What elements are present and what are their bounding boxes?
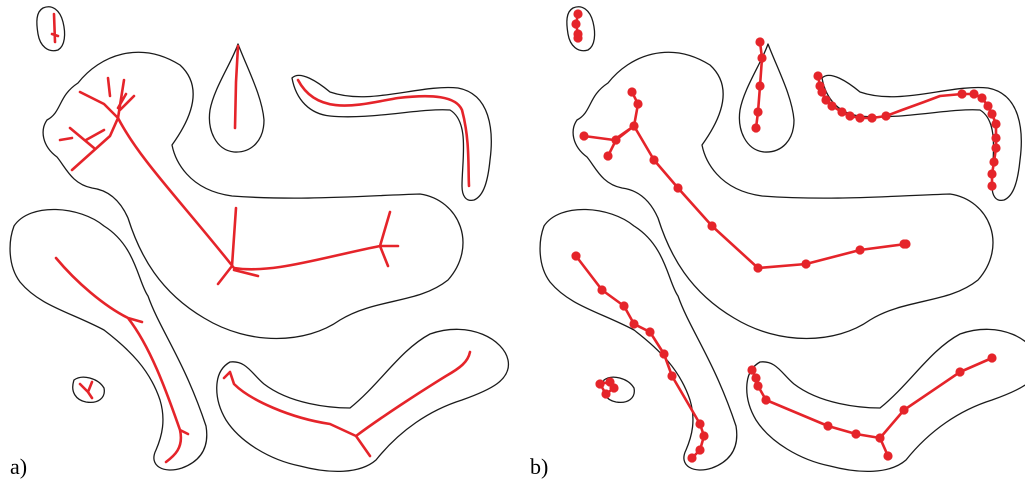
- skeleton-nodes-b: [571, 9, 1001, 463]
- skeleton-node: [757, 53, 767, 63]
- skeleton-node: [753, 381, 763, 391]
- skeleton-node: [673, 183, 683, 193]
- skeleton-node: [987, 181, 997, 191]
- skeleton-node: [659, 349, 669, 359]
- skeleton-node: [695, 419, 705, 429]
- skeleton-node: [695, 445, 705, 455]
- skeleton-node: [601, 389, 611, 399]
- skeleton-node: [755, 37, 765, 47]
- skeleton-node: [609, 383, 619, 393]
- skeleton-node: [571, 251, 581, 261]
- panel-b: b): [530, 6, 1025, 479]
- skeleton-node: [977, 93, 987, 103]
- skeleton-node: [629, 121, 639, 131]
- skeleton-node: [867, 113, 877, 123]
- skeleton-node: [597, 285, 607, 295]
- skeleton-node: [845, 111, 855, 121]
- skeleton-node: [851, 429, 861, 439]
- skeleton-node: [801, 259, 811, 269]
- skeleton-node: [883, 451, 893, 461]
- skeleton-graph-b: [574, 12, 998, 460]
- skeleton-node: [747, 365, 757, 375]
- skeleton-node: [983, 101, 993, 111]
- skeleton-node: [899, 239, 909, 249]
- skeleton-node: [955, 367, 965, 377]
- skeleton-node: [633, 99, 643, 109]
- panel-a: a): [9, 6, 510, 479]
- skeleton-node: [611, 135, 621, 145]
- panel-label-a: a): [10, 454, 27, 479]
- skeleton-node: [875, 433, 885, 443]
- region-outlines-b: [539, 6, 1025, 473]
- skeleton-node: [855, 245, 865, 255]
- skeleton-node: [649, 155, 659, 165]
- skeleton-node: [571, 19, 581, 29]
- skeleton-node: [753, 107, 763, 117]
- skeleton-node: [991, 119, 1001, 129]
- skeleton-node: [751, 123, 761, 133]
- skeleton-node: [629, 319, 639, 329]
- skeleton-node: [881, 111, 891, 121]
- skeleton-node: [987, 109, 997, 119]
- skeleton-node: [707, 221, 717, 231]
- skeleton-node: [899, 405, 909, 415]
- skeleton-node: [573, 33, 583, 43]
- skeleton-node: [969, 89, 979, 99]
- skeleton-node: [991, 133, 1001, 143]
- skeleton-node: [667, 371, 677, 381]
- skeleton-node: [821, 95, 831, 105]
- skeleton-node: [813, 71, 823, 81]
- skeleton-node: [603, 151, 613, 161]
- skeleton-node: [645, 327, 655, 337]
- skeleton-node: [627, 87, 637, 97]
- skeleton-node: [699, 431, 709, 441]
- skeleton-node: [595, 379, 605, 389]
- skeleton-node: [991, 143, 1001, 153]
- skeleton-node: [987, 353, 997, 363]
- skeleton-node: [987, 169, 997, 179]
- skeleton-node: [573, 9, 583, 19]
- skeleton-node: [817, 87, 827, 97]
- skeleton-node: [687, 453, 697, 463]
- skeleton-node: [619, 301, 629, 311]
- skeleton-lines-a: [50, 12, 472, 464]
- skeleton-node: [579, 131, 589, 141]
- skeleton-node: [823, 421, 833, 431]
- skeleton-node: [751, 373, 761, 383]
- skeleton-node: [957, 89, 967, 99]
- skeleton-node: [855, 113, 865, 123]
- skeleton-node: [837, 107, 847, 117]
- skeleton-node: [827, 101, 837, 111]
- panel-label-b: b): [530, 454, 548, 479]
- skeleton-node: [989, 157, 999, 167]
- skeleton-node: [755, 81, 765, 91]
- skeleton-node: [761, 395, 771, 405]
- skeleton-node: [753, 263, 763, 273]
